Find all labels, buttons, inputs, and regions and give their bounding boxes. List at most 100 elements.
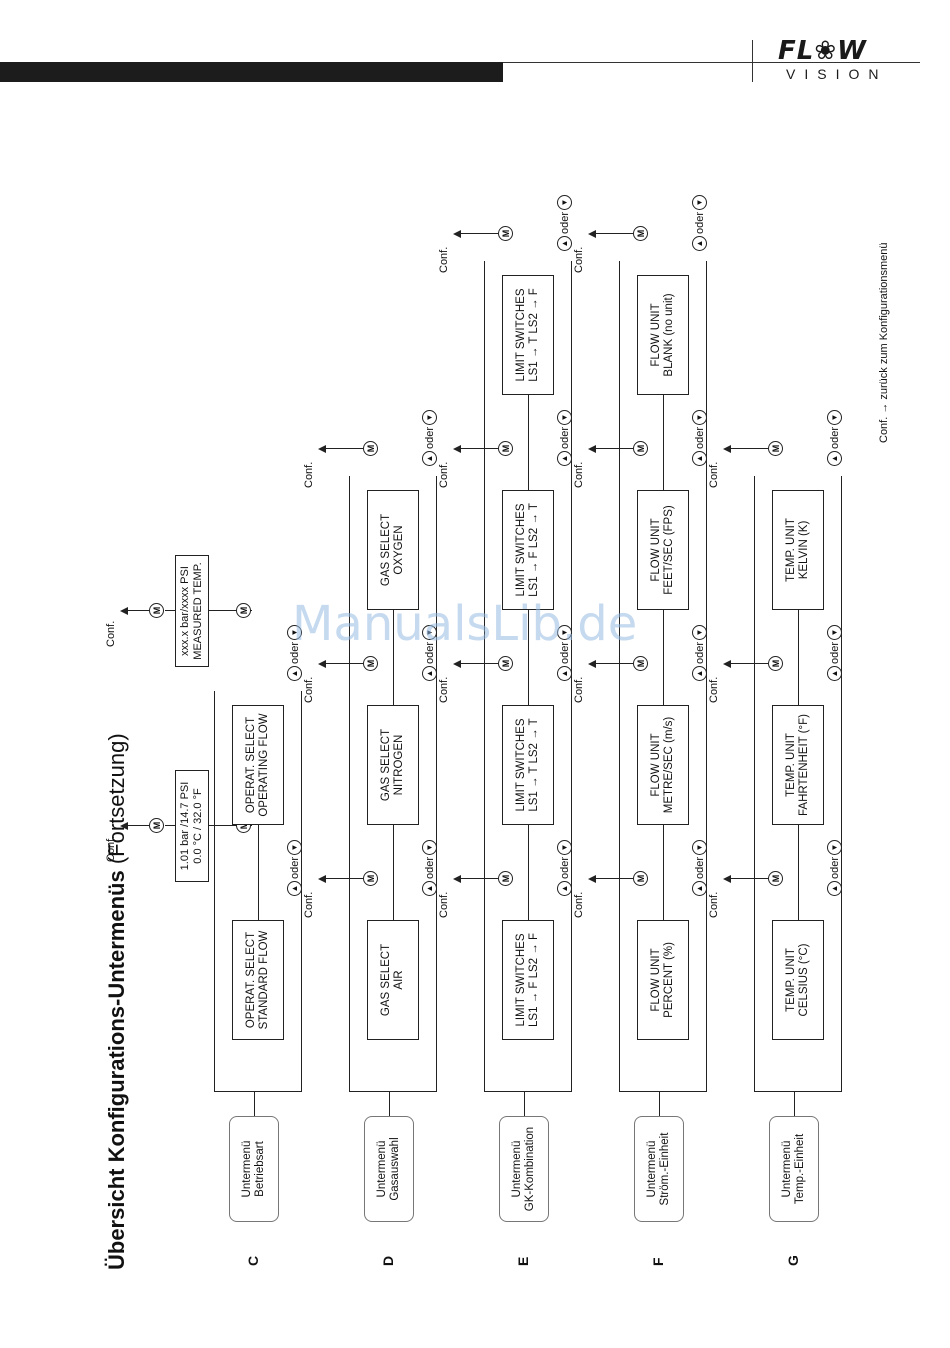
box-line: KELVIN (K) — [798, 520, 810, 580]
down-arrow-key-icon[interactable]: ▼ — [692, 409, 707, 425]
m-key-icon[interactable]: M — [236, 603, 251, 618]
conf-label: Conf. — [303, 891, 315, 918]
conf-line — [458, 448, 498, 449]
box-line: FLOW UNIT — [650, 518, 662, 582]
down-arrow-key-icon[interactable]: ▼ — [422, 839, 437, 855]
up-arrow-key-icon[interactable]: ▲ — [557, 666, 572, 681]
conf-arrow-icon — [453, 230, 461, 238]
up-arrow-key-icon[interactable]: ▲ — [692, 451, 707, 466]
box-line: LS1 → T LS2 → T — [528, 718, 540, 812]
down-arrow-key-icon[interactable]: ▼ — [692, 194, 707, 210]
up-arrow-key-icon[interactable]: ▲ — [557, 881, 572, 896]
m-key-icon[interactable]: M — [363, 656, 378, 671]
down-arrow-key-icon[interactable]: ▼ — [827, 409, 842, 425]
down-arrow-key-icon[interactable]: ▼ — [287, 839, 302, 855]
box-line: Untermenü — [241, 1140, 253, 1198]
down-arrow-key-icon[interactable]: ▼ — [827, 624, 842, 640]
down-arrow-key-icon[interactable]: ▼ — [557, 194, 572, 210]
m-key-icon[interactable]: M — [768, 656, 783, 671]
logo-subtitle: VISION — [786, 66, 888, 82]
up-arrow-key-icon[interactable]: ▲ — [827, 451, 842, 466]
conf-arrow-icon — [588, 230, 596, 238]
m-key-icon[interactable]: M — [363, 441, 378, 456]
down-arrow-key-icon[interactable]: ▼ — [827, 839, 842, 855]
box-line: OXYGEN — [393, 525, 405, 575]
m-key-icon[interactable]: M — [633, 656, 648, 671]
box-line: FEET/SEC (FPS) — [663, 505, 675, 595]
up-down-keys: ▲oder▼ — [827, 839, 842, 896]
m-key-icon[interactable]: M — [768, 441, 783, 456]
m-key-icon[interactable]: M — [498, 656, 513, 671]
conf-line — [593, 448, 633, 449]
down-arrow-key-icon[interactable]: ▼ — [692, 839, 707, 855]
conf-label: Conf. — [573, 461, 585, 488]
down-arrow-key-icon[interactable]: ▼ — [557, 409, 572, 425]
up-down-keys: ▲oder▼ — [692, 194, 707, 251]
up-arrow-key-icon[interactable]: ▲ — [692, 236, 707, 251]
conf-label: Conf. — [573, 246, 585, 273]
box-line: 1.01 bar /14.7 PSI — [179, 781, 191, 871]
m-key-icon[interactable]: M — [633, 871, 648, 886]
m-key-icon[interactable]: M — [633, 441, 648, 456]
up-arrow-key-icon[interactable]: ▲ — [422, 666, 437, 681]
page-title: Übersicht Konfigurations-Untermenüs (For… — [104, 733, 130, 1270]
up-arrow-key-icon[interactable]: ▲ — [422, 451, 437, 466]
m-key-icon[interactable]: M — [768, 871, 783, 886]
up-arrow-key-icon[interactable]: ▲ — [827, 666, 842, 681]
row-letter: E — [515, 1256, 531, 1266]
m-key-icon[interactable]: M — [498, 441, 513, 456]
box-line: 0.0 °C / 32.0 °F — [192, 788, 204, 864]
m-key-icon[interactable]: M — [363, 871, 378, 886]
m-key-icon[interactable]: M — [633, 226, 648, 241]
header-rule — [503, 62, 920, 63]
option-connector — [393, 825, 394, 920]
oder-label: oder — [558, 211, 571, 234]
down-arrow-key-icon[interactable]: ▼ — [422, 409, 437, 425]
conf-line — [458, 663, 498, 664]
up-arrow-key-icon[interactable]: ▲ — [692, 666, 707, 681]
up-arrow-key-icon[interactable]: ▲ — [287, 666, 302, 681]
up-arrow-key-icon[interactable]: ▲ — [557, 236, 572, 251]
down-arrow-key-icon[interactable]: ▼ — [692, 624, 707, 640]
m-key-icon[interactable]: M — [498, 226, 513, 241]
up-arrow-key-icon[interactable]: ▲ — [827, 881, 842, 896]
box-line: Betriebsart — [254, 1141, 266, 1197]
up-arrow-key-icon[interactable]: ▲ — [557, 451, 572, 466]
up-arrow-key-icon[interactable]: ▲ — [287, 881, 302, 896]
m-key-icon[interactable]: M — [149, 818, 164, 833]
conf-label: Conf. — [708, 461, 720, 488]
down-arrow-key-icon[interactable]: ▼ — [557, 839, 572, 855]
up-arrow-key-icon[interactable]: ▲ — [692, 881, 707, 896]
footnote: Conf. → zurück zum Konfigurationsmenü — [878, 242, 890, 443]
up-arrow-key-icon[interactable]: ▲ — [422, 881, 437, 896]
submenu-connector — [794, 1092, 795, 1116]
watermark: ManualsLib.de — [292, 596, 638, 652]
box-line: GK-Kombination — [524, 1126, 536, 1212]
oder-label: oder — [558, 856, 571, 879]
m-key-icon[interactable]: M — [498, 871, 513, 886]
m-key-icon[interactable]: M — [149, 603, 164, 618]
box-line: LIMIT SWITCHES — [515, 718, 527, 812]
conf-arrow-icon — [453, 660, 461, 668]
